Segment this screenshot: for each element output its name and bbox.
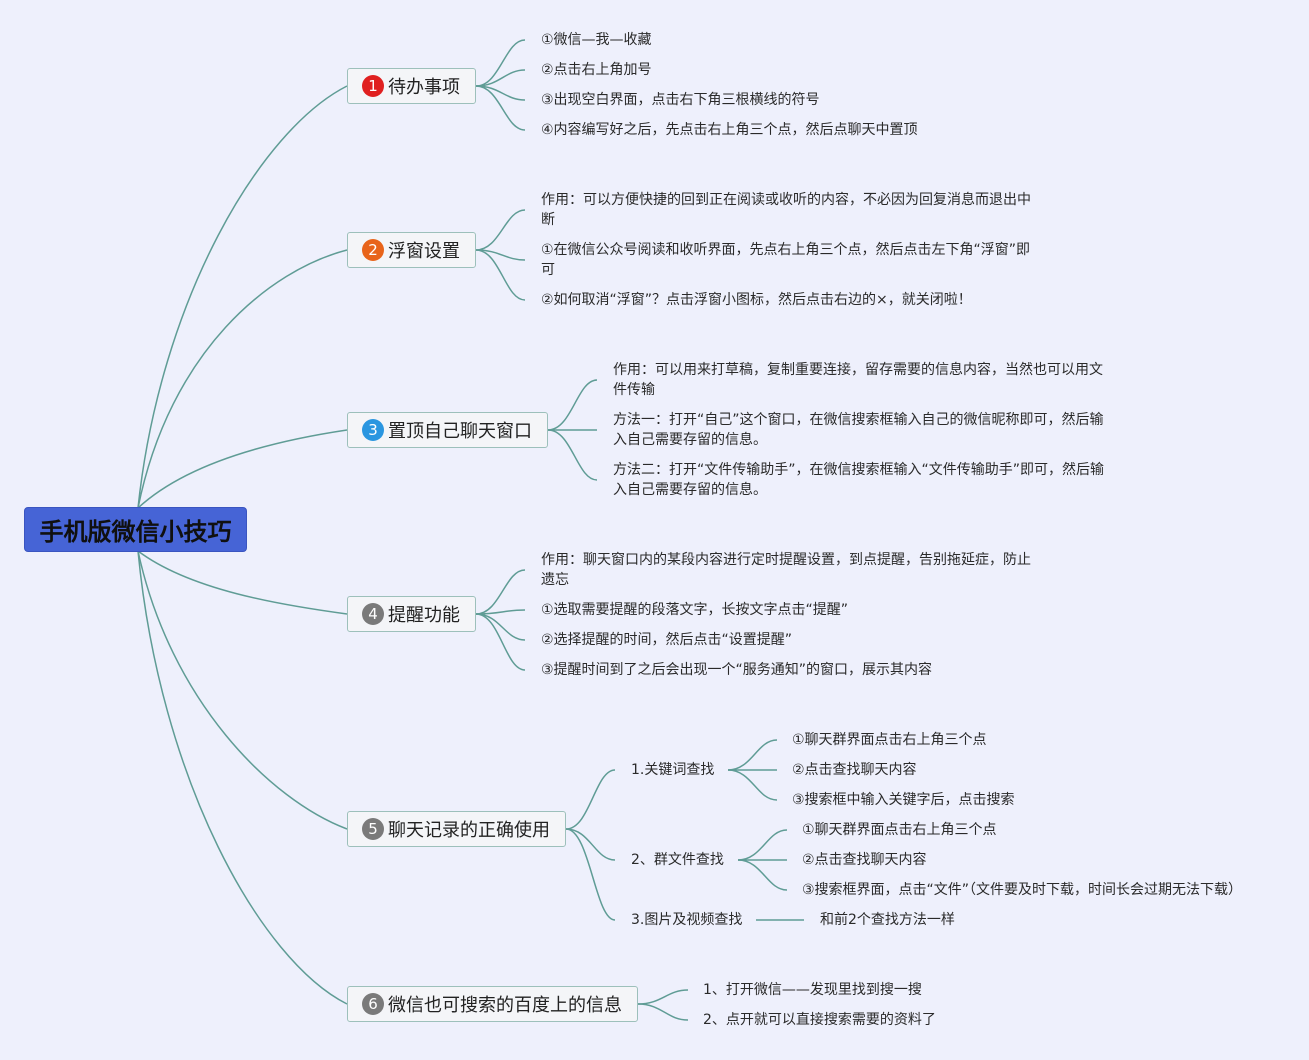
number-badge: 3	[362, 419, 384, 441]
sub-topic-group-file-search[interactable]: 2、群文件查找	[631, 852, 724, 868]
list-item: 2、点开就可以直接搜索需要的资料了	[703, 1012, 936, 1028]
list-item: ③搜索框界面，点击“文件”（文件要及时下载，时间长会过期无法下载）	[802, 882, 1243, 898]
branch-pin-self-chat[interactable]: 3 置顶自己聊天窗口	[347, 412, 548, 448]
list-item: ②如何取消“浮窗”？点击浮窗小图标，然后点击右边的×，就关闭啦！	[541, 292, 972, 308]
branch-label: 提醒功能	[388, 605, 460, 626]
branch-label: 置顶自己聊天窗口	[388, 421, 532, 442]
list-item: 方法二：打开“文件传输助手”，在微信搜索框输入“文件传输助手”即可，然后输入自己…	[613, 462, 1105, 498]
list-item: 1、打开微信——发现里找到搜一搜	[703, 982, 922, 998]
list-item: ③出现空白界面，点击右下角三根横线的符号	[541, 92, 820, 108]
branch-todo[interactable]: 1 待办事项	[347, 68, 476, 104]
sub-topic-media-search[interactable]: 3.图片及视频查找	[631, 912, 743, 928]
number-badge: 2	[362, 239, 384, 261]
list-item: 作用：可以方便快捷的回到正在阅读或收听的内容，不必因为回复消息而退出中断	[541, 192, 1031, 228]
branch-label: 微信也可搜索的百度上的信息	[388, 995, 622, 1016]
list-item: ②点击右上角加号	[541, 62, 652, 78]
list-item: ①聊天群界面点击右上角三个点	[802, 822, 997, 838]
branch-reminder[interactable]: 4 提醒功能	[347, 596, 476, 632]
branch-label: 浮窗设置	[388, 241, 460, 262]
list-item: 作用：聊天窗口内的某段内容进行定时提醒设置，到点提醒，告别拖延症，防止遗忘	[541, 552, 1031, 588]
sub-topic-keyword-search[interactable]: 1.关键词查找	[631, 762, 715, 778]
number-badge: 6	[362, 993, 384, 1015]
list-item: ①在微信公众号阅读和收听界面，先点右上角三个点，然后点击左下角“浮窗”即可	[541, 242, 1031, 278]
list-item: ③提醒时间到了之后会出现一个“服务通知”的窗口，展示其内容	[541, 662, 933, 678]
list-item: ②点击查找聊天内容	[792, 762, 917, 778]
list-item: ①聊天群界面点击右上角三个点	[792, 732, 987, 748]
branch-chat-history[interactable]: 5 聊天记录的正确使用	[347, 811, 566, 847]
branch-floating-window[interactable]: 2 浮窗设置	[347, 232, 476, 268]
number-badge: 4	[362, 603, 384, 625]
list-item: ①微信—我—收藏	[541, 32, 652, 48]
branch-label: 待办事项	[388, 77, 460, 98]
list-item: ②选择提醒的时间，然后点击“设置提醒”	[541, 632, 793, 648]
number-badge: 1	[362, 75, 384, 97]
list-item: 和前2个查找方法一样	[820, 912, 955, 928]
list-item: ②点击查找聊天内容	[802, 852, 927, 868]
list-item: 作用：可以用来打草稿，复制重要连接，留存需要的信息内容，当然也可以用文件传输	[613, 362, 1103, 398]
branch-label: 聊天记录的正确使用	[388, 820, 550, 841]
number-badge: 5	[362, 818, 384, 840]
list-item: ①选取需要提醒的段落文字，长按文字点击“提醒”	[541, 602, 849, 618]
root-topic[interactable]: 手机版微信小技巧	[25, 508, 246, 551]
list-item: ③搜索框中输入关键字后，点击搜索	[792, 792, 1015, 808]
list-item: ④内容编写好之后，先点击右上角三个点，然后点聊天中置顶	[541, 122, 918, 138]
list-item: 方法一：打开“自己”这个窗口，在微信搜索框输入自己的微信昵称即可，然后输入自己需…	[613, 412, 1104, 448]
branch-baidu-search[interactable]: 6 微信也可搜索的百度上的信息	[347, 986, 638, 1022]
